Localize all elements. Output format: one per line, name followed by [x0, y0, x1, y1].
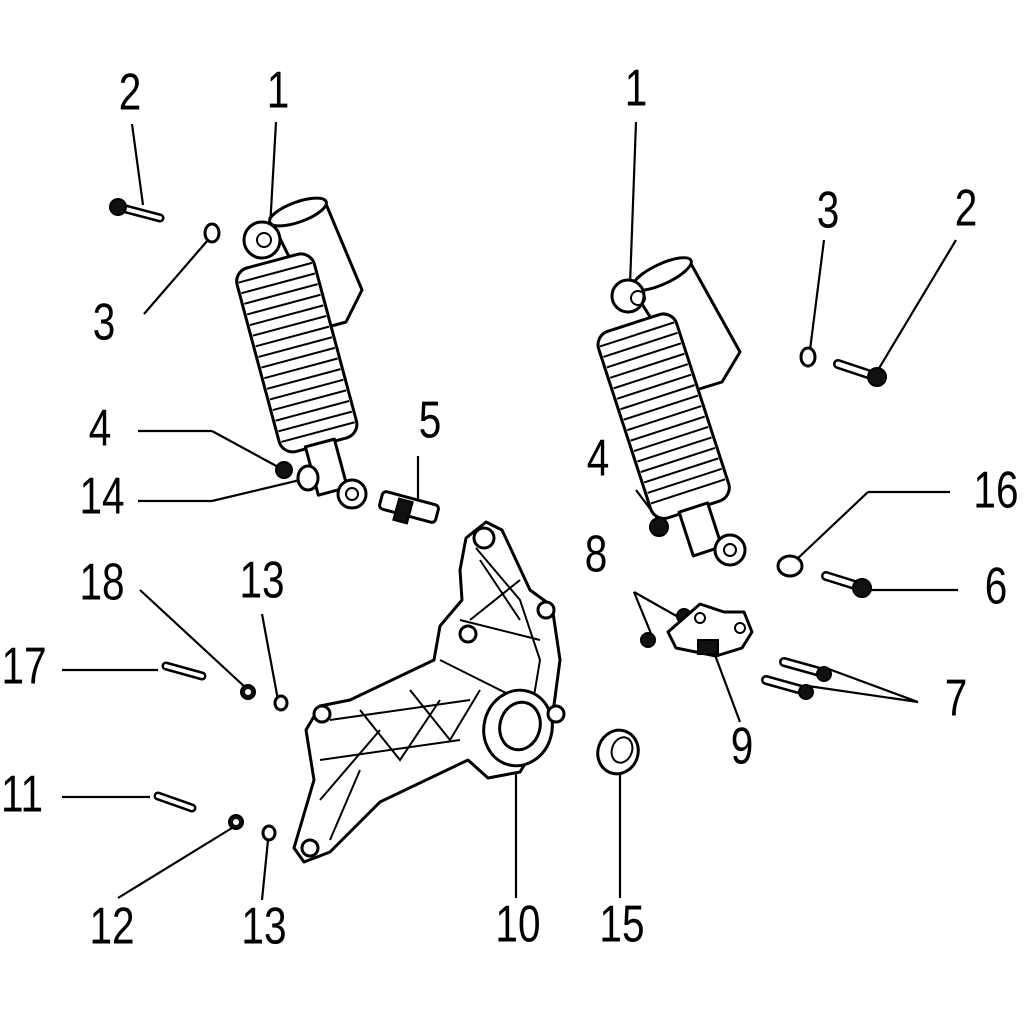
callout-1-right: 1	[625, 59, 648, 117]
callout-8: 8	[585, 525, 608, 583]
callout-11: 11	[1, 765, 43, 823]
callout-6: 6	[985, 557, 1008, 615]
callout-13-lower: 13	[241, 897, 286, 955]
callout-3-left: 3	[93, 293, 116, 351]
swing-arm	[292, 520, 566, 864]
callout-9: 9	[731, 717, 754, 775]
callout-7: 7	[945, 669, 968, 727]
callout-4-left: 4	[89, 399, 112, 457]
callout-14: 14	[79, 467, 124, 525]
callout-3-right: 3	[817, 181, 840, 239]
leader-lines	[62, 121, 958, 901]
callout-16: 16	[973, 461, 1018, 519]
right-shock-absorber	[596, 256, 747, 567]
callout-18: 18	[79, 553, 124, 611]
callout-13-upper: 13	[239, 551, 284, 609]
callout-labels: 2 1 1 3 3 2 4 5 14 4 16 8 18 13 6 17 7 9…	[1, 59, 1019, 955]
callout-2-left: 2	[119, 63, 142, 121]
callout-2-right: 2	[955, 179, 978, 237]
callout-1-left: 1	[267, 61, 290, 119]
left-shock-absorber	[235, 196, 368, 510]
callout-15: 15	[599, 895, 644, 953]
hardware-parts	[109, 198, 887, 842]
callout-4-right: 4	[587, 429, 610, 487]
callout-17: 17	[1, 637, 46, 695]
callout-12: 12	[89, 897, 134, 955]
callout-5: 5	[419, 391, 442, 449]
callout-10: 10	[495, 895, 540, 953]
